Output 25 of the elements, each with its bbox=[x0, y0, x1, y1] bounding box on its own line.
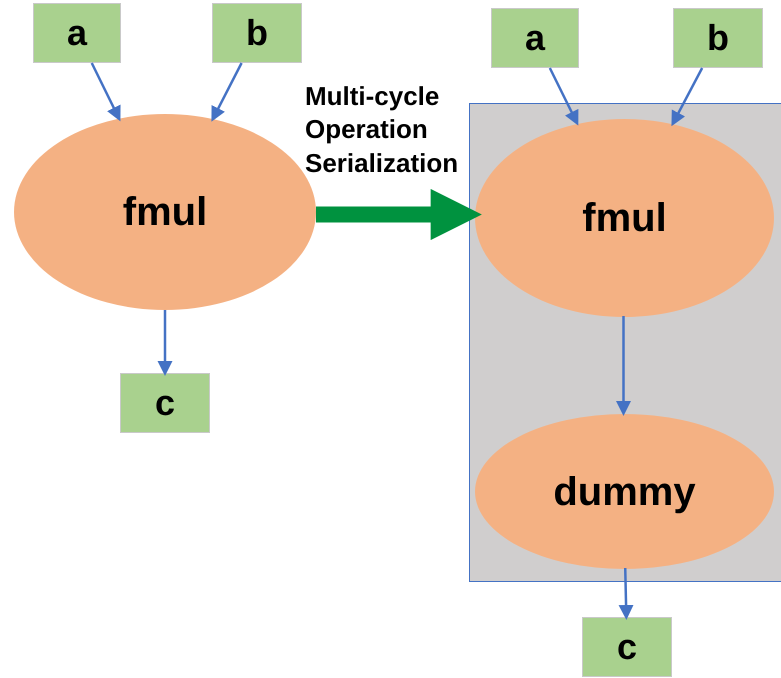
grouping-panel bbox=[469, 103, 781, 582]
input-box bbox=[212, 3, 302, 63]
node-label: c bbox=[616, 627, 638, 667]
arrow bbox=[90, 62, 121, 122]
node-label: fmul bbox=[582, 196, 667, 240]
block-arrow bbox=[316, 188, 482, 240]
node-label: b bbox=[707, 18, 729, 58]
input-box bbox=[673, 8, 763, 68]
node-label: b bbox=[246, 13, 268, 53]
node-label: a bbox=[524, 18, 546, 58]
input-box bbox=[582, 617, 672, 677]
arrow bbox=[618, 568, 634, 620]
node-label: fmul bbox=[122, 190, 208, 234]
node-label: c bbox=[154, 383, 176, 423]
edge-label: Multi-cycle Operation Serialization bbox=[304, 80, 460, 180]
arrow bbox=[671, 67, 704, 126]
node-label: dummy bbox=[553, 470, 696, 514]
arrow bbox=[616, 316, 631, 416]
node-label: a bbox=[66, 13, 88, 53]
input-box bbox=[33, 3, 121, 63]
input-box bbox=[491, 8, 579, 68]
arrow bbox=[158, 310, 172, 376]
arrow bbox=[211, 62, 243, 122]
arrow bbox=[548, 67, 578, 126]
input-box bbox=[120, 373, 210, 433]
